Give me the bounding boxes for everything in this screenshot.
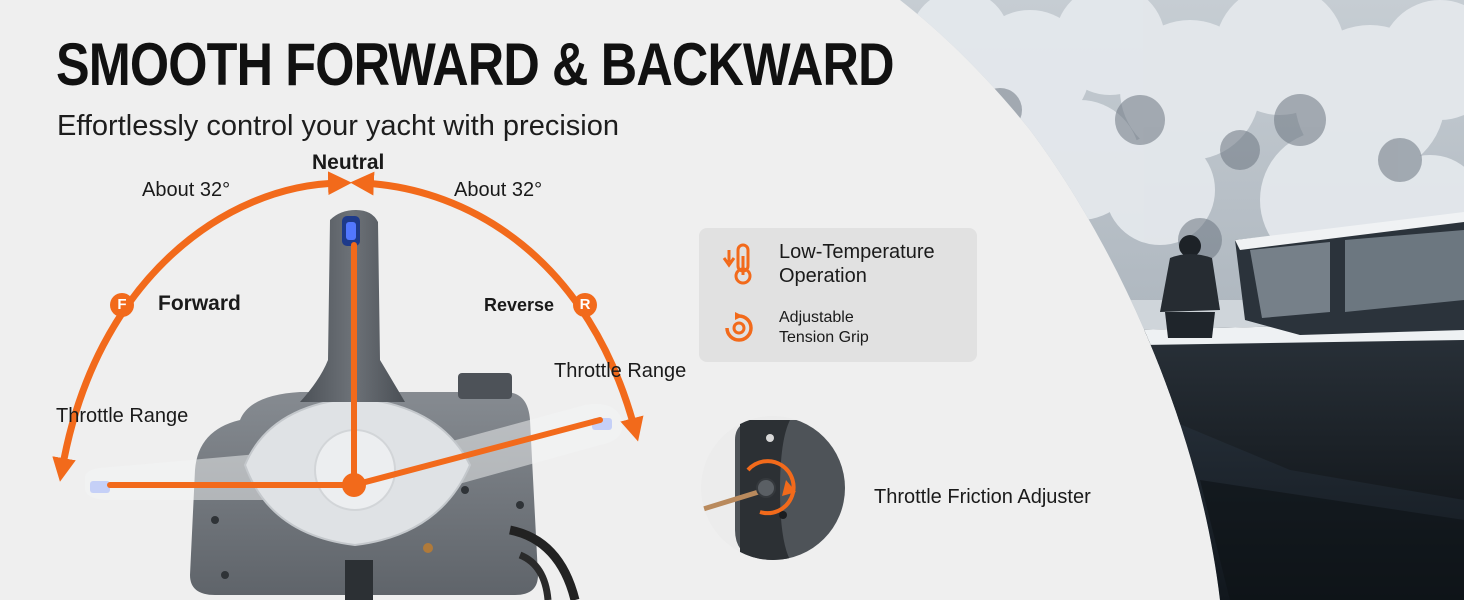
page-subtitle: Effortlessly control your yacht with pre… [57, 110, 619, 142]
forward-angle-label: About 32° [142, 179, 231, 201]
range-arcs [52, 171, 644, 482]
feature-low-temperature-text: Low-Temperature Operation [779, 241, 935, 287]
thermometer-icon [721, 242, 757, 286]
feature-low-temperature: Low-Temperature Operation [699, 240, 935, 288]
reverse-label: Reverse [484, 295, 555, 315]
pivot-dot [342, 473, 366, 497]
reverse-badge: R [573, 293, 597, 317]
tension-grip-icon [721, 306, 757, 350]
angle-lines [107, 242, 603, 488]
feature-tension-grip-text: Adjustable Tension Grip [779, 309, 869, 346]
forward-throttle-range-label: Throttle Range [56, 405, 189, 427]
forward-badge: F [110, 293, 134, 317]
friction-adjuster-caption: Throttle Friction Adjuster [874, 486, 1091, 508]
page-title: SMOOTH FORWARD & BACKWARD [56, 31, 894, 98]
features-panel: Low-Temperature Operation Adjustable Ten… [699, 228, 977, 362]
feature-tension-grip: Adjustable Tension Grip [699, 306, 869, 350]
friction-adjuster-detail [701, 416, 845, 560]
neutral-label: Neutral [312, 151, 385, 174]
reverse-throttle-range-label: Throttle Range [554, 360, 687, 382]
forward-label: Forward [158, 292, 241, 315]
reverse-angle-label: About 32° [454, 179, 543, 201]
